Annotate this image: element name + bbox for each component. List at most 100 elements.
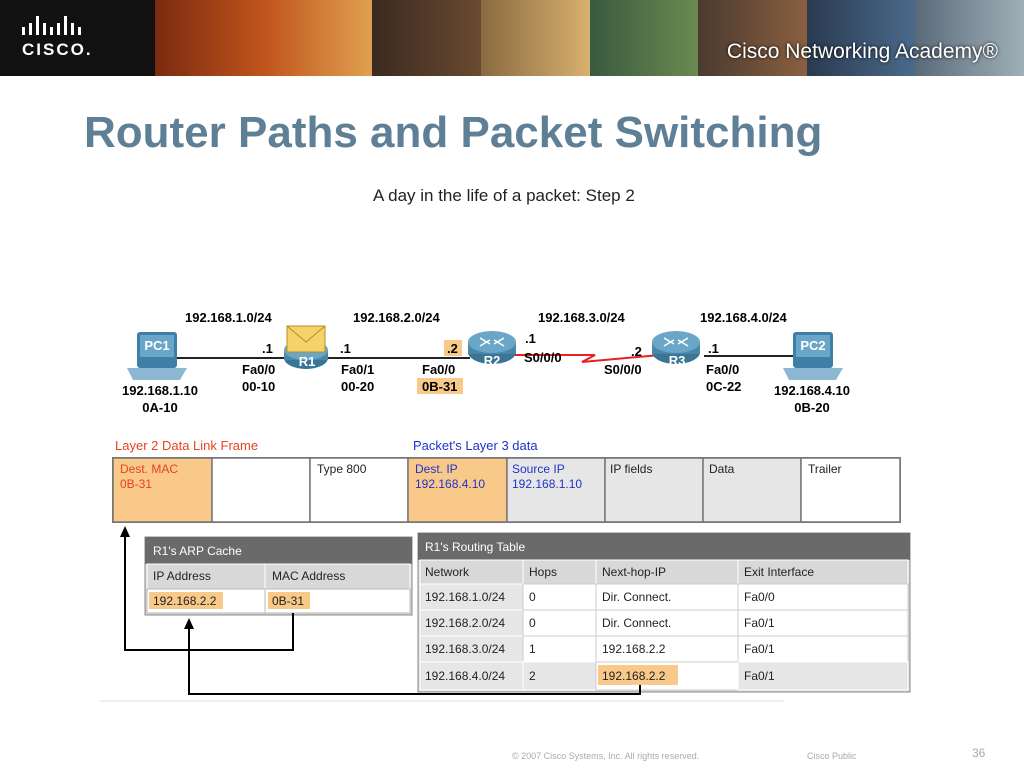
r2-arrows-icon bbox=[479, 337, 505, 347]
r2-label: R2 bbox=[484, 353, 501, 368]
src-mac-cell bbox=[211, 457, 311, 523]
arrow-rt-to-arp bbox=[188, 624, 641, 695]
arp-cache-title-bar bbox=[145, 537, 412, 564]
frame-diagram: Layer 2 Data Link Frame Packet's Layer 3… bbox=[112, 438, 901, 523]
routing-table-title-bar bbox=[418, 533, 910, 560]
serial-link-r2-r3 bbox=[515, 354, 661, 363]
network-label-1: 192.168.1.0/24 bbox=[185, 310, 273, 325]
layer3-data-label: Packet's Layer 3 data bbox=[413, 438, 538, 453]
r1-if1-mac: 00-10 bbox=[242, 379, 275, 394]
r3-router: R3 bbox=[652, 331, 700, 368]
source-ip-label: Source IP bbox=[512, 462, 565, 476]
trailer-cell bbox=[800, 457, 901, 523]
routing-table: R1's Routing Table Network Hops Next-hop… bbox=[417, 532, 911, 693]
banner-photo-strip bbox=[155, 0, 1024, 76]
source-ip-value: 192.168.1.10 bbox=[512, 477, 582, 491]
pc1-ip: 192.168.1.10 bbox=[122, 383, 198, 398]
header-banner: CISCO. Cisco Networking Academy® bbox=[0, 0, 1024, 76]
r2-if1-mac-highlight bbox=[417, 378, 463, 394]
r3-if1-name: S0/0/0 bbox=[604, 362, 642, 377]
rt-row3-exit: Fa0/1 bbox=[744, 642, 775, 656]
r2-left-host-highlight bbox=[444, 340, 462, 356]
slide-subtitle: A day in the life of a packet: Step 2 bbox=[373, 186, 635, 205]
rt-row3-nexthop: 192.168.2.2 bbox=[602, 642, 666, 656]
r1-if2-mac: 00-20 bbox=[341, 379, 374, 394]
rt-row2-exit: Fa0/1 bbox=[744, 616, 775, 630]
arp-row-ip: 192.168.2.2 bbox=[153, 594, 217, 608]
r2-right-host: .1 bbox=[525, 331, 536, 346]
cisco-bridge-icon bbox=[22, 16, 81, 35]
cisco-logo: CISCO. bbox=[0, 0, 155, 76]
rt-row4-nexthop-highlight bbox=[598, 665, 678, 685]
arp-cache-title: R1's ARP Cache bbox=[153, 544, 242, 558]
r3-left-host: .2 bbox=[631, 344, 642, 359]
rt-header-network: Network bbox=[425, 565, 470, 579]
dest-mac-cell bbox=[112, 457, 213, 523]
rt-row1-network: 192.168.1.0/24 bbox=[425, 590, 505, 604]
network-label-4: 192.168.4.0/24 bbox=[700, 310, 788, 325]
data-cell bbox=[702, 457, 802, 523]
r3-label: R3 bbox=[669, 353, 686, 368]
pc1-mac: 0A-10 bbox=[142, 400, 177, 415]
classification-text: Cisco Public bbox=[807, 751, 857, 761]
ip-fields-label: IP fields bbox=[610, 462, 652, 476]
rt-row4-exit: Fa0/1 bbox=[744, 669, 775, 683]
network-label-2: 192.168.2.0/24 bbox=[353, 310, 441, 325]
r2-if1-mac: 0B-31 bbox=[422, 379, 457, 394]
dest-ip-value: 192.168.4.10 bbox=[415, 477, 485, 491]
network-label-3: 192.168.3.0/24 bbox=[538, 310, 626, 325]
academy-logo-text: Cisco Networking Academy® bbox=[726, 40, 998, 63]
r3-if2-name: Fa0/0 bbox=[706, 362, 739, 377]
r2-left-host: .2 bbox=[447, 341, 458, 356]
packet-envelope-icon bbox=[286, 325, 326, 353]
copyright-text: © 2007 Cisco Systems, Inc. All rights re… bbox=[512, 751, 700, 761]
r2-if2-name: S0/0/0 bbox=[524, 350, 562, 365]
pc2-mac: 0B-20 bbox=[794, 400, 829, 415]
topology: PC1 PC2 R1 R2 bbox=[122, 310, 850, 415]
pc1-label: PC1 bbox=[144, 338, 169, 353]
dest-mac-value: 0B-31 bbox=[120, 477, 152, 491]
dest-mac-label: Dest. MAC bbox=[120, 462, 178, 476]
arrow-rt-to-arp-head bbox=[184, 618, 194, 629]
r2-router: R2 bbox=[468, 331, 516, 368]
ip-fields-cell bbox=[604, 457, 704, 523]
rt-row1-nexthop: Dir. Connect. bbox=[602, 590, 671, 604]
r3-arrows-icon bbox=[663, 337, 689, 347]
lookup-arrows bbox=[120, 526, 641, 695]
rt-row1-hops: 0 bbox=[529, 590, 536, 604]
rt-header-exit: Exit Interface bbox=[744, 565, 814, 579]
rt-row2-nexthop: Dir. Connect. bbox=[602, 616, 671, 630]
rt-row3-hops: 1 bbox=[529, 642, 536, 656]
type-label: Type 800 bbox=[317, 462, 367, 476]
r1-label: R1 bbox=[299, 354, 316, 369]
r1-if2-name: Fa0/1 bbox=[341, 362, 374, 377]
rt-row3-network: 192.168.3.0/24 bbox=[425, 642, 505, 656]
cisco-logo-text: CISCO. bbox=[22, 40, 93, 59]
rt-row1-exit: Fa0/0 bbox=[744, 590, 775, 604]
r3-right-host: .1 bbox=[708, 341, 719, 356]
r1-right-host: .1 bbox=[340, 341, 351, 356]
pc1-computer: PC1 bbox=[127, 332, 187, 380]
arp-ip-highlight bbox=[149, 592, 223, 609]
dest-ip-label: Dest. IP bbox=[415, 462, 458, 476]
r3-if2-mac: 0C-22 bbox=[706, 379, 741, 394]
arp-mac-highlight bbox=[268, 592, 310, 609]
layer2-frame-label: Layer 2 Data Link Frame bbox=[115, 438, 258, 453]
rt-row2-network: 192.168.2.0/24 bbox=[425, 616, 505, 630]
source-ip-cell bbox=[506, 457, 606, 523]
r2-if1-name: Fa0/0 bbox=[422, 362, 455, 377]
arp-header-mac: MAC Address bbox=[272, 569, 345, 583]
r1-router: R1 bbox=[284, 325, 328, 369]
rt-row2-hops: 0 bbox=[529, 616, 536, 630]
r1-left-host: .1 bbox=[262, 341, 273, 356]
pc2-ip: 192.168.4.10 bbox=[774, 383, 850, 398]
rt-row4-hops: 2 bbox=[529, 669, 536, 683]
arrow-arp-to-frame bbox=[124, 532, 294, 651]
page-number: 36 bbox=[972, 746, 986, 760]
arp-header-ip: IP Address bbox=[153, 569, 211, 583]
rt-row4-nexthop: 192.168.2.2 bbox=[602, 669, 666, 683]
rt-header-nexthop: Next-hop-IP bbox=[602, 565, 666, 579]
arrow-arp-to-frame-head bbox=[120, 526, 130, 537]
arp-row-mac: 0B-31 bbox=[272, 594, 304, 608]
